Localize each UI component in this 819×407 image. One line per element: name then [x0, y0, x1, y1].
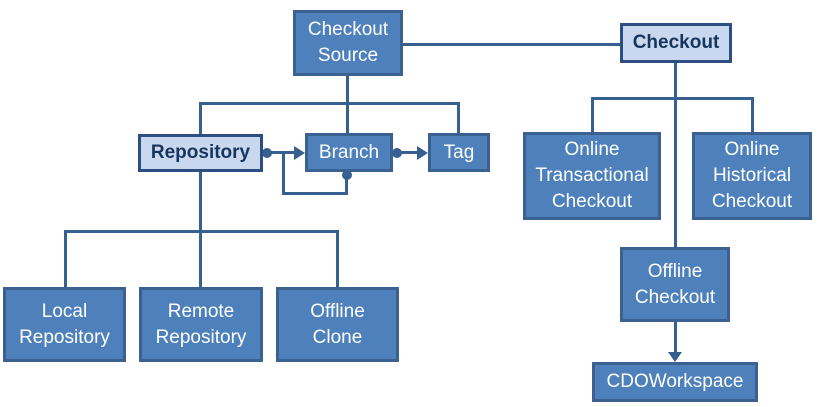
edge-repository-stem [199, 172, 202, 287]
edge-drop-to-online-historical [751, 97, 754, 132]
edge-repository-children-bar [64, 230, 339, 233]
edge-branch-loop-right [345, 174, 348, 195]
node-local-repository: Local Repository [3, 287, 126, 362]
node-remote-repository: Remote Repository [139, 287, 263, 362]
node-offline-checkout: Offline Checkout [620, 247, 730, 322]
edge-branch-to-tag [396, 151, 421, 154]
node-offline-clone: Offline Clone [276, 287, 399, 362]
edge-checkout-source-to-checkout [403, 43, 620, 46]
node-online-historical-checkout: Online Historical Checkout [692, 132, 812, 220]
node-cdo-workspace: CDOWorkspace [592, 362, 758, 402]
arrowhead-to-cdoworkspace-icon [668, 352, 682, 362]
node-checkout-source: Checkout Source [293, 10, 403, 76]
edge-checkout-source-stem [346, 76, 349, 104]
edge-drop-to-tag [457, 102, 460, 133]
node-online-transactional-checkout: Online Transactional Checkout [523, 132, 661, 220]
edge-drop-to-offline-clone [336, 230, 339, 287]
edge-branch-loop-bottom [282, 192, 348, 195]
node-checkout: Checkout [620, 23, 732, 63]
edge-checkout-source-children-bar [199, 102, 460, 105]
edge-branch-loop-left [282, 152, 285, 195]
node-repository: Repository [138, 134, 263, 172]
arrowhead-to-tag-icon [417, 146, 428, 160]
edge-drop-to-offline-checkout [674, 97, 677, 247]
edge-drop-to-repository [199, 102, 202, 134]
edge-offline-checkout-to-cdoworkspace [674, 322, 677, 353]
edge-checkout-stem [674, 63, 677, 99]
node-tag: Tag [428, 133, 490, 172]
edge-checkout-children-bar [591, 97, 754, 100]
edge-drop-to-branch [346, 102, 349, 133]
arrowhead-to-branch-icon [294, 146, 305, 160]
edge-drop-to-online-transactional [591, 97, 594, 132]
edge-drop-to-local-repository [64, 230, 67, 287]
node-branch: Branch [305, 133, 393, 172]
